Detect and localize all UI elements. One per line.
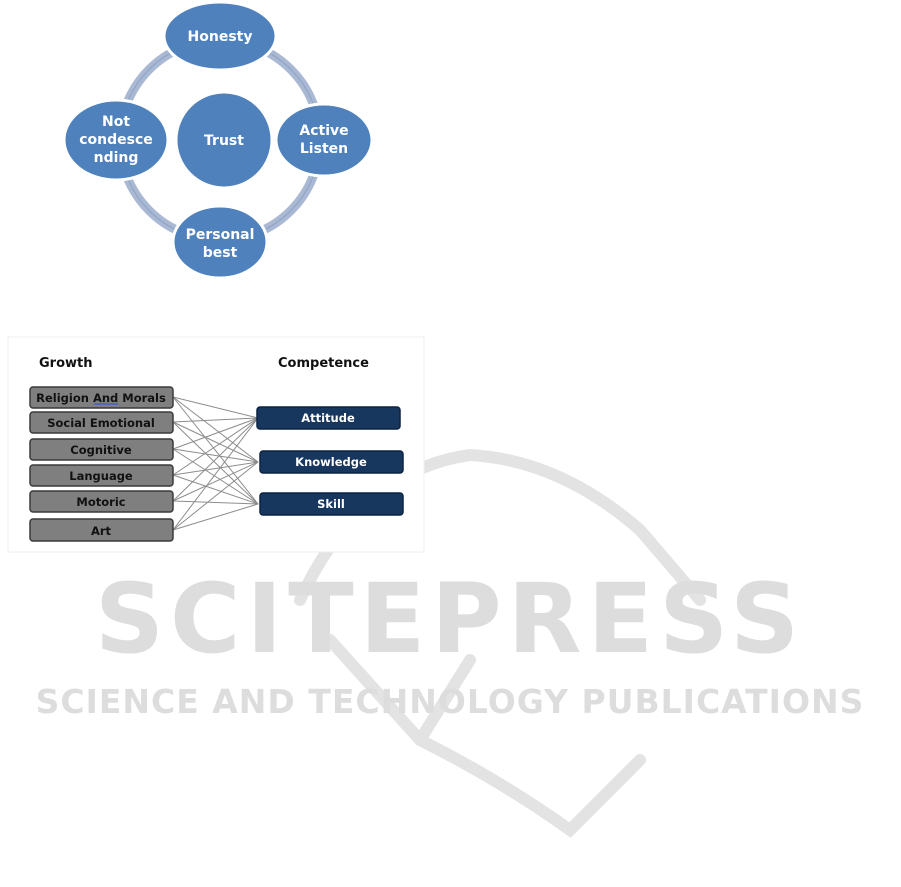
growth-item-label: Cognitive [70, 443, 132, 457]
cycle-node-label: best [203, 245, 238, 261]
competence-item: Skill [260, 493, 403, 515]
watermark-brand: SCITEPRESS [95, 563, 805, 675]
competence-header: Competence [278, 356, 369, 371]
growth-item: Art [30, 519, 173, 541]
growth-header: Growth [39, 356, 93, 371]
cycle-node-honesty: Honesty [164, 2, 276, 70]
growth-item-label: Art [91, 524, 112, 538]
cycle-node-label: Not [102, 114, 130, 130]
cycle-node-personal-best: Personal best [173, 206, 267, 278]
cycle-node-label: nding [94, 150, 139, 166]
growth-item: Social Emotional [30, 412, 173, 433]
cycle-node-label: Honesty [188, 29, 253, 45]
cycle-node-not-condescending: Not condesce nding [64, 100, 168, 180]
competence-item-label: Attitude [301, 411, 355, 425]
cycle-node-active-listen: Active Listen [276, 104, 372, 176]
growth-item: Cognitive [30, 439, 173, 460]
growth-item-label: Religion And Morals [36, 391, 166, 405]
growth-item-label: Language [69, 469, 133, 483]
cycle-node-center-label: Trust [204, 133, 244, 149]
growth-item: Motoric [30, 491, 173, 512]
cycle-node-center: Trust [176, 92, 272, 188]
competence-item: Knowledge [260, 451, 403, 473]
watermark-tagline: SCIENCE AND TECHNOLOGY PUBLICATIONS [36, 682, 865, 721]
cycle-diagram: Trust Honesty Active Listen Personal bes… [64, 2, 372, 278]
competence-item-label: Skill [317, 497, 345, 511]
growth-item-label: Motoric [76, 495, 125, 509]
mapping-diagram: Growth Competence Religion And Morals So… [8, 337, 424, 552]
cycle-node-label: Active [299, 123, 348, 139]
growth-item: Religion And Morals [30, 387, 173, 408]
cycle-node-label: Personal [186, 227, 255, 243]
competence-item-label: Knowledge [295, 455, 367, 469]
growth-item-label: Social Emotional [47, 416, 155, 430]
competence-item: Attitude [257, 407, 400, 429]
cycle-node-label: condesce [79, 132, 153, 148]
cycle-node-label: Listen [300, 141, 348, 157]
growth-item: Language [30, 465, 173, 486]
